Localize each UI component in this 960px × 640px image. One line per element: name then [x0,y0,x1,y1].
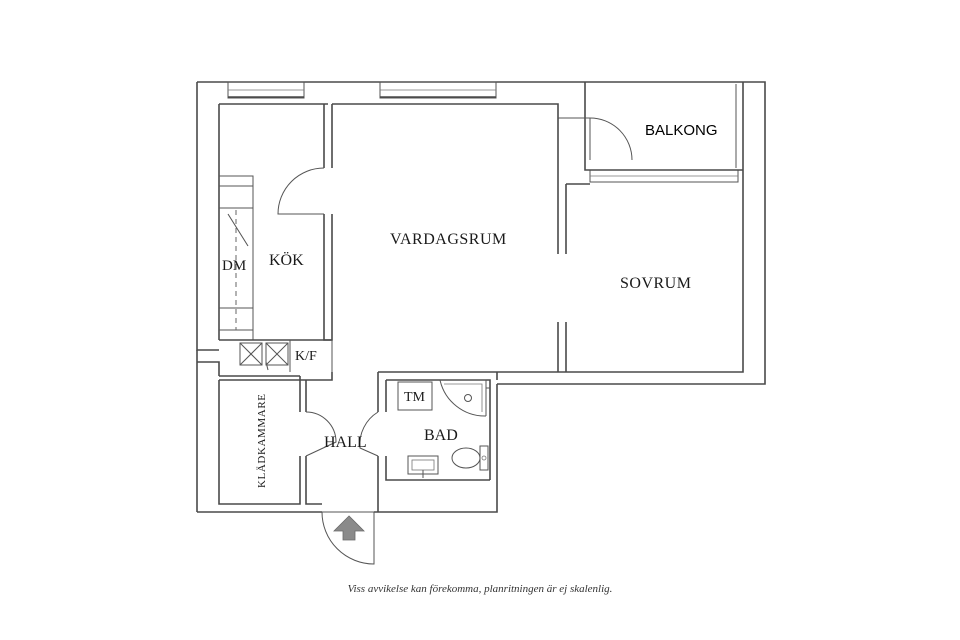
shower-icon [439,379,490,417]
room-label-kok: KÖK [269,251,304,269]
kitchen-walls [219,104,333,381]
room-label-bad: BAD [424,427,458,444]
hall-bath-walls [321,372,491,565]
room-label-vardagsrum: VARDAGSRUM [390,231,507,248]
washing-machine-box [397,381,433,411]
entrance-arrow-icon [333,515,365,541]
room-label-hall: HALL [324,434,367,451]
closet-walls [218,379,337,505]
room-label-balkong: BALKONG [645,122,718,139]
disclaimer-text: Viss avvikelse kan förekomma, planritnin… [348,583,613,595]
room-label-sovrum: SOVRUM [620,275,691,292]
room-label-tm: TM [404,390,426,405]
outer-walls [196,81,766,513]
sink-icon [407,455,439,478]
windows [227,81,739,183]
toilet-icon [451,445,489,471]
balcony [558,81,744,184]
room-label-dm: DM [222,258,246,274]
room-label-kladkammare: KLÄDKAMMARE [256,393,268,488]
room-label-kf: K/F [295,349,317,364]
bedroom-walls [557,118,590,372]
stove-icon [239,342,289,371]
